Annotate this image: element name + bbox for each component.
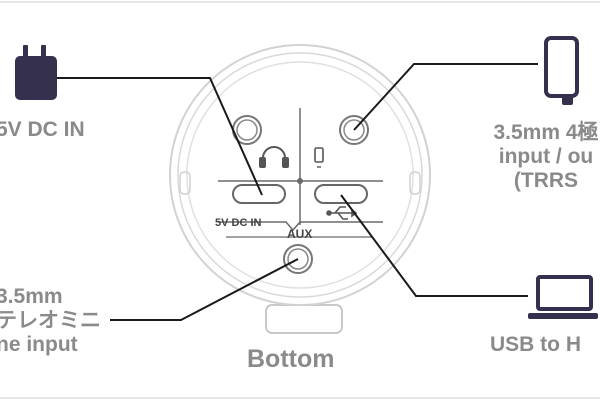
callout-aux-line [110, 258, 299, 321]
callout-dc-in-line [57, 77, 263, 196]
callout-trrs-line [353, 63, 538, 131]
device-bottom-view [169, 44, 431, 334]
left-side-button [179, 171, 191, 195]
right-side-button [409, 171, 421, 195]
device-stand [265, 304, 343, 334]
laptop-icon [528, 275, 598, 319]
panel-label-dc-in: 5V DC IN [215, 217, 262, 229]
power-adapter-icon [15, 45, 57, 100]
label-trrs-line1: 3.5mm 4極 [493, 121, 599, 144]
label-aux-line3: ne input [0, 333, 78, 356]
label-trrs: 3.5mm 4極 input / ou (TRRS [466, 121, 600, 193]
phone-small-icon [314, 147, 324, 168]
panel-bottom-divider [218, 221, 383, 232]
label-aux-line2: テレオミニ [0, 309, 101, 332]
trrs-jack-outer [339, 115, 369, 145]
callout-usb-line [340, 194, 528, 297]
label-usb: USB to H [490, 333, 581, 356]
label-trrs-line2: input / ou [498, 145, 594, 168]
panel-label-aux: AUX [287, 227, 313, 241]
dc-in-port [232, 184, 286, 204]
aux-jack-inner [287, 248, 309, 270]
label-trrs-line3: (TRRS [513, 169, 579, 192]
left-jack-inner [236, 119, 258, 141]
headphones-icon [259, 146, 289, 168]
device-face [186, 61, 414, 289]
label-aux-line1: 3.5mm [0, 285, 63, 308]
callout-lines [57, 63, 538, 321]
smartphone-icon [544, 36, 579, 105]
trrs-jack-inner [343, 119, 365, 141]
label-dc-in: 5V DC IN [0, 118, 85, 141]
panel-center-dot [297, 178, 303, 184]
device-inner-ring [177, 52, 423, 298]
usb-port [314, 184, 368, 204]
aux-jack-outer [283, 244, 313, 274]
label-aux: 3.5mm テレオミニ ne input [0, 285, 101, 357]
label-bottom: Bottom [247, 345, 335, 373]
